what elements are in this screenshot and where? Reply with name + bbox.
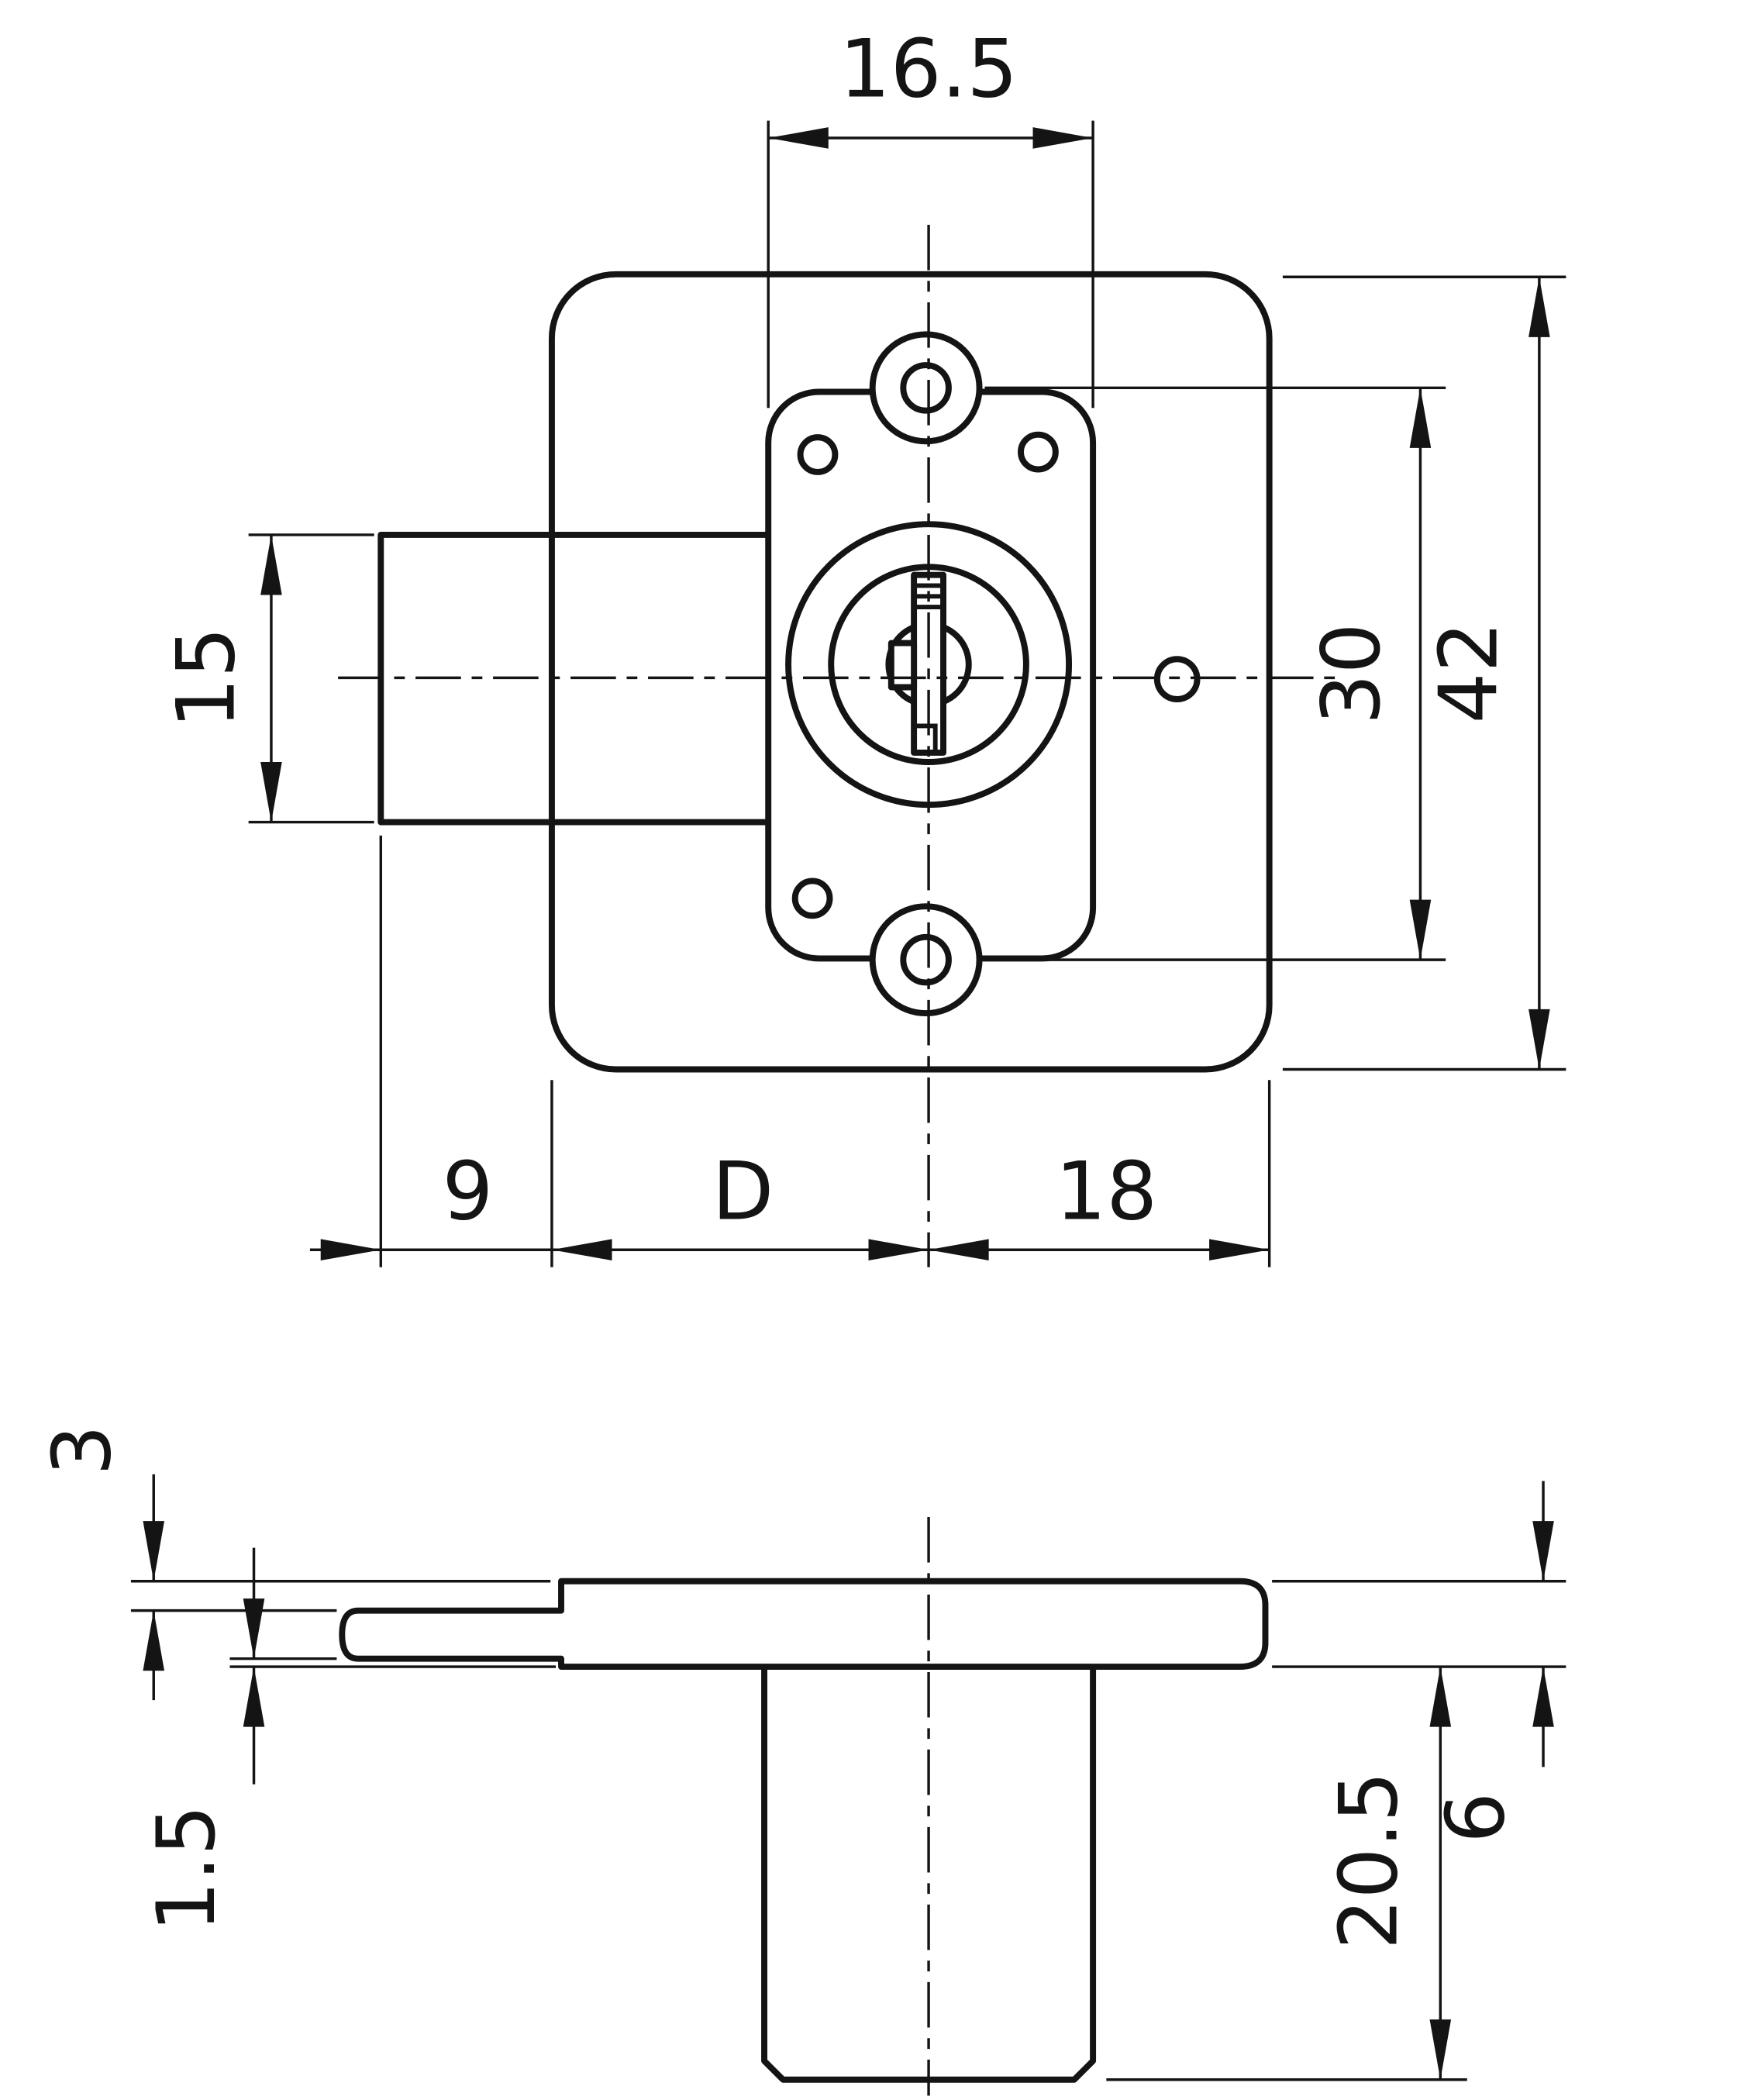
dim-bolt-gap-label: 1.5	[140, 1805, 233, 1932]
plate-hole-bottom-left	[791, 878, 833, 919]
dim-bolt-height-label: 15	[160, 627, 253, 729]
dim-bolt-throw-label: 9	[442, 1146, 493, 1239]
screw-hole-bottom	[900, 933, 952, 986]
dim-hole-spacing-label: 30	[1305, 622, 1398, 725]
dim-case-thickness: 6	[1272, 1481, 1566, 1843]
keyway-notch	[887, 640, 918, 691]
dim-plate-width-label: 16.5	[839, 23, 1018, 116]
front-view: 16.5 15 30 42	[160, 23, 1566, 1267]
dim-case-height-label: 42	[1423, 622, 1516, 724]
dim-cylinder-depth: 20.5	[1106, 1665, 1566, 2081]
screw-hole-top	[900, 362, 952, 414]
keyway-step	[914, 723, 938, 753]
side-view: 3 1.5 20.5 6	[36, 1425, 1566, 2096]
dim-case-height: 42	[1282, 275, 1566, 1071]
dim-cylinder-depth-label: 20.5	[1322, 1771, 1415, 1950]
dim-backset-label: D	[712, 1146, 774, 1239]
plate-hole-top-left	[797, 434, 839, 475]
dim-top-gap-label: 3	[36, 1425, 129, 1476]
case-side-profile	[339, 1578, 1269, 1671]
dim-case-thickness-label: 6	[1429, 1792, 1522, 1843]
dim-bolt-height: 15	[160, 533, 374, 824]
dim-hole-spacing: 30	[984, 386, 1446, 961]
dim-top-gap: 3	[36, 1425, 551, 1701]
dim-bolt-gap: 1.5	[140, 1547, 557, 1933]
dim-bottom-chain: 9 D 18	[309, 835, 1271, 1267]
dim-plate-width: 16.5	[767, 23, 1094, 409]
dim-right-span-label: 18	[1056, 1146, 1158, 1239]
plate-hole-top-right	[1018, 431, 1059, 473]
